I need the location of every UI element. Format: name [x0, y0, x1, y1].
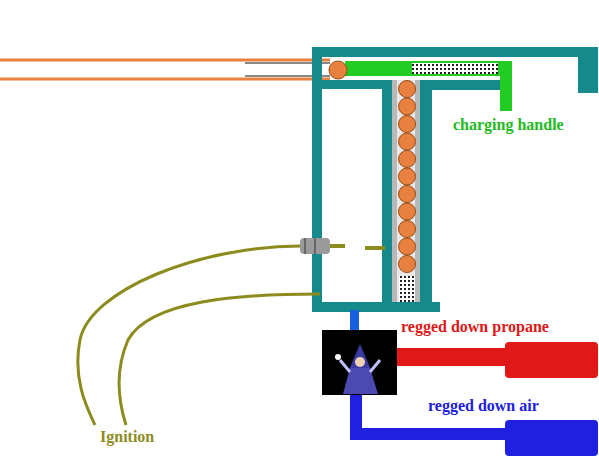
paintball	[399, 98, 416, 115]
paintball	[399, 221, 416, 238]
feed-tube	[350, 310, 359, 332]
propane-label: regged down propane	[401, 318, 549, 336]
mixer-wizard	[322, 330, 397, 395]
paintball	[399, 186, 416, 203]
barrel	[0, 60, 330, 79]
spark-plug	[300, 238, 385, 254]
propane-line	[397, 342, 598, 378]
paintball	[399, 168, 416, 185]
charging-handle	[500, 61, 512, 111]
paintball	[399, 151, 416, 168]
paintball	[399, 116, 416, 133]
paintball	[399, 81, 416, 98]
chambered-ball	[329, 61, 347, 79]
ignition-wires	[78, 246, 320, 425]
magazine-tube	[392, 80, 420, 302]
ignition-label: Ignition	[100, 428, 154, 446]
magazine-bore	[397, 80, 415, 302]
charging-handle-label: charging handle	[453, 116, 564, 134]
magazine-spring	[399, 276, 415, 302]
paintball	[399, 256, 416, 273]
magazine-balls	[399, 81, 416, 273]
paintball	[399, 238, 416, 255]
paintball	[399, 203, 416, 220]
bolt-spring	[412, 63, 498, 74]
paintball	[399, 133, 416, 150]
air-label: regged down air	[428, 397, 539, 415]
bolt	[345, 61, 505, 76]
housing	[312, 47, 598, 312]
air-line	[350, 395, 598, 456]
